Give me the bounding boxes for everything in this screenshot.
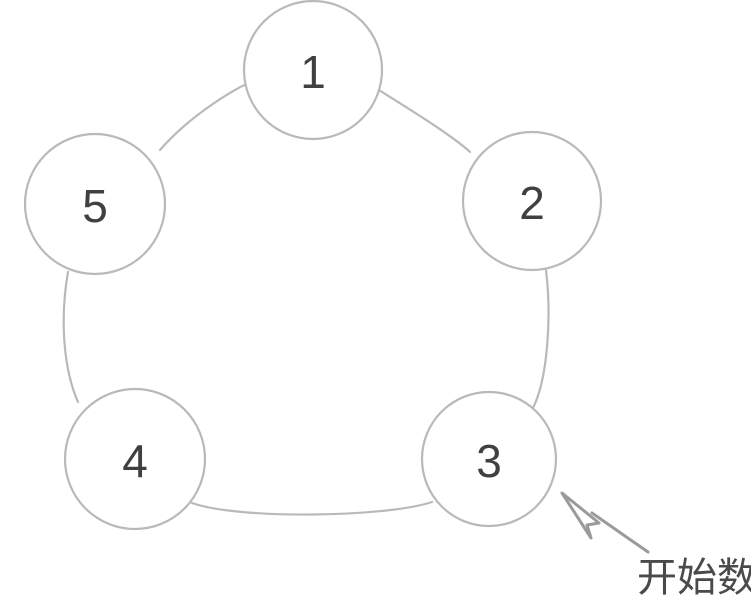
node-1-circle[interactable] <box>242 0 384 141</box>
node-2[interactable]: 2 <box>461 130 603 272</box>
annotation-label: 开始数 <box>637 555 751 601</box>
node-3-circle[interactable] <box>420 390 558 528</box>
node-1[interactable]: 1 <box>242 0 384 141</box>
arrow-shaft <box>590 511 650 554</box>
edge-2-to-3 <box>531 268 550 410</box>
annotation-arrow <box>560 491 650 554</box>
edge-3-to-4 <box>190 500 434 516</box>
node-4-label: 4 <box>122 435 148 487</box>
node-2-label: 2 <box>519 177 545 229</box>
arrow-head-icon <box>560 491 601 540</box>
node-5[interactable]: 5 <box>23 132 167 276</box>
node-5-label: 5 <box>82 180 108 232</box>
node-5-circle[interactable] <box>23 132 167 276</box>
node-3[interactable]: 3 <box>420 390 558 528</box>
node-4-circle[interactable] <box>63 387 207 531</box>
node-group: 1 2 3 4 5 <box>23 0 603 531</box>
node-4[interactable]: 4 <box>63 387 207 531</box>
node-3-label: 3 <box>476 435 502 487</box>
node-2-circle[interactable] <box>461 130 603 272</box>
edge-5-to-1 <box>158 81 251 152</box>
node-1-label: 1 <box>300 46 326 98</box>
edge-4-to-5 <box>62 270 80 404</box>
edge-1-to-2 <box>377 88 472 154</box>
